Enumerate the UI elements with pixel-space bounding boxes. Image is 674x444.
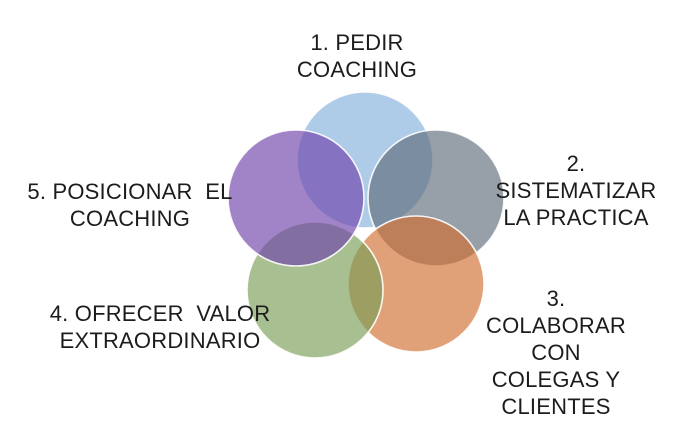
label-posicionar-el-coaching: 5. POSICIONAR EL COACHING [27,179,233,231]
label-pedir-coaching: 1. PEDIR COACHING [296,30,418,82]
label-sistematizar-la-practica: 2. SISTEMATIZAR LA PRACTICA [495,151,657,230]
label-colaborar-con-colegas-y-clientes: 3. COLABORAR CON COLEGAS Y CLIENTES [486,286,626,419]
label-ofrecer-valor-extraordinario: 4. OFRECER VALOR EXTRAORDINARIO [49,301,271,353]
circle-posicionar-el-coaching [227,129,365,267]
